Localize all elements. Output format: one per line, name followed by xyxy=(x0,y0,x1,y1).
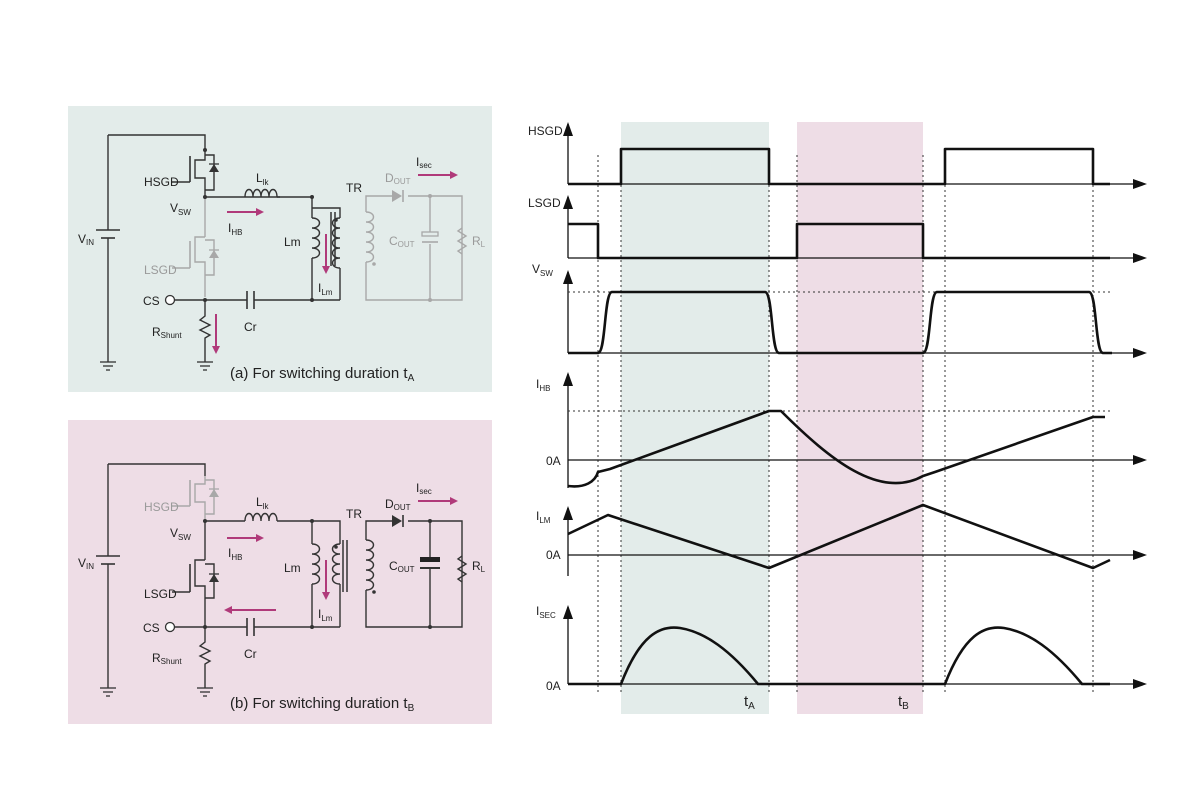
lm-inductor-icon xyxy=(311,543,321,585)
rl-label: RL xyxy=(472,234,486,249)
lsgd-label: LSGD xyxy=(144,587,177,601)
ilm-label: ILm xyxy=(318,281,333,297)
vin-label: VIN xyxy=(78,556,94,571)
lsgd-waveform: LSGD xyxy=(528,195,1147,263)
isec-axis-label: ISEC xyxy=(536,604,556,620)
circuit-b-background xyxy=(68,420,492,724)
tr-label: TR xyxy=(346,507,362,521)
lsgd-label: LSGD xyxy=(144,263,177,277)
lm-label: Lm xyxy=(284,235,301,249)
lm-label: Lm xyxy=(284,561,301,575)
isec-waveform: ISEC 0A xyxy=(536,604,1147,693)
ilm-axis-label: ILM xyxy=(536,509,551,525)
rshunt-resistor-icon xyxy=(198,627,212,688)
lsgd-axis-label: LSGD xyxy=(528,196,561,210)
caption-b: (b) For switching duration tB xyxy=(230,695,415,714)
vsw-label: VSW xyxy=(170,526,191,542)
ilm-zero-label: 0A xyxy=(546,548,561,562)
lm-inductor-icon xyxy=(311,217,321,259)
rshunt-resistor-icon xyxy=(198,300,212,362)
llk-label: Llk xyxy=(256,171,269,187)
rl-label: RL xyxy=(472,559,486,574)
hsgd-label: HSGD xyxy=(144,175,179,189)
circuit-a: VIN HSGD LSGD VSW Llk IHB Lm ILm TR DOUT… xyxy=(68,106,492,392)
circuit-a-background xyxy=(68,106,492,392)
vsw-waveform: VSW xyxy=(532,262,1147,358)
ihb-label: IHB xyxy=(228,546,242,562)
isec-zero-label: 0A xyxy=(546,679,561,693)
circuit-b: VIN HSGD LSGD VSW Llk IHB Lm ILm TR DOUT… xyxy=(68,420,492,724)
vsw-label: VSW xyxy=(170,201,191,217)
hs-mosfet-icon xyxy=(172,476,219,521)
cr-label: Cr xyxy=(244,647,257,661)
caption-a: (a) For switching duration tA xyxy=(230,365,415,384)
dout-label: DOUT xyxy=(385,171,411,186)
ta-label: tA xyxy=(744,693,755,712)
cs-label: CS xyxy=(143,294,160,308)
cout-label: COUT xyxy=(389,234,415,249)
vsw-axis-label: VSW xyxy=(532,262,553,278)
isec-label: Isec xyxy=(416,481,432,496)
timing-diagram: HSGD LSGD VSW IHB 0A xyxy=(528,122,1147,714)
hsgd-waveform: HSGD xyxy=(528,122,1147,189)
ilm-waveform: ILM 0A xyxy=(536,503,1147,576)
cs-terminal xyxy=(164,294,176,306)
llk-label: Llk xyxy=(256,495,269,511)
cout-label: COUT xyxy=(389,559,415,574)
isec-label: Isec xyxy=(416,155,432,170)
cr-label: Cr xyxy=(244,320,257,334)
ihb-zero-label: 0A xyxy=(546,454,561,468)
vin-label: VIN xyxy=(78,232,94,247)
llk-inductor-icon xyxy=(244,188,278,198)
ls-mosfet-icon xyxy=(172,236,219,297)
cs-terminal xyxy=(164,621,176,633)
ls-mosfet-icon xyxy=(172,559,219,627)
ihb-label: IHB xyxy=(228,221,242,237)
ilm-label: ILm xyxy=(318,607,333,623)
ihb-waveform: IHB 0A xyxy=(536,372,1147,488)
tb-band xyxy=(797,122,923,714)
hsgd-axis-label: HSGD xyxy=(528,124,563,138)
cs-label: CS xyxy=(143,621,160,635)
rshunt-label: RShunt xyxy=(152,651,182,666)
dout-label: DOUT xyxy=(385,497,411,512)
tr-label: TR xyxy=(346,181,362,195)
rshunt-label: RShunt xyxy=(152,325,182,340)
hsgd-label: HSGD xyxy=(144,500,179,514)
ihb-axis-label: IHB xyxy=(536,377,550,393)
tb-label: tB xyxy=(898,693,909,712)
llk-inductor-icon xyxy=(244,512,278,522)
ta-band xyxy=(621,122,769,714)
hs-mosfet-icon xyxy=(172,150,219,197)
